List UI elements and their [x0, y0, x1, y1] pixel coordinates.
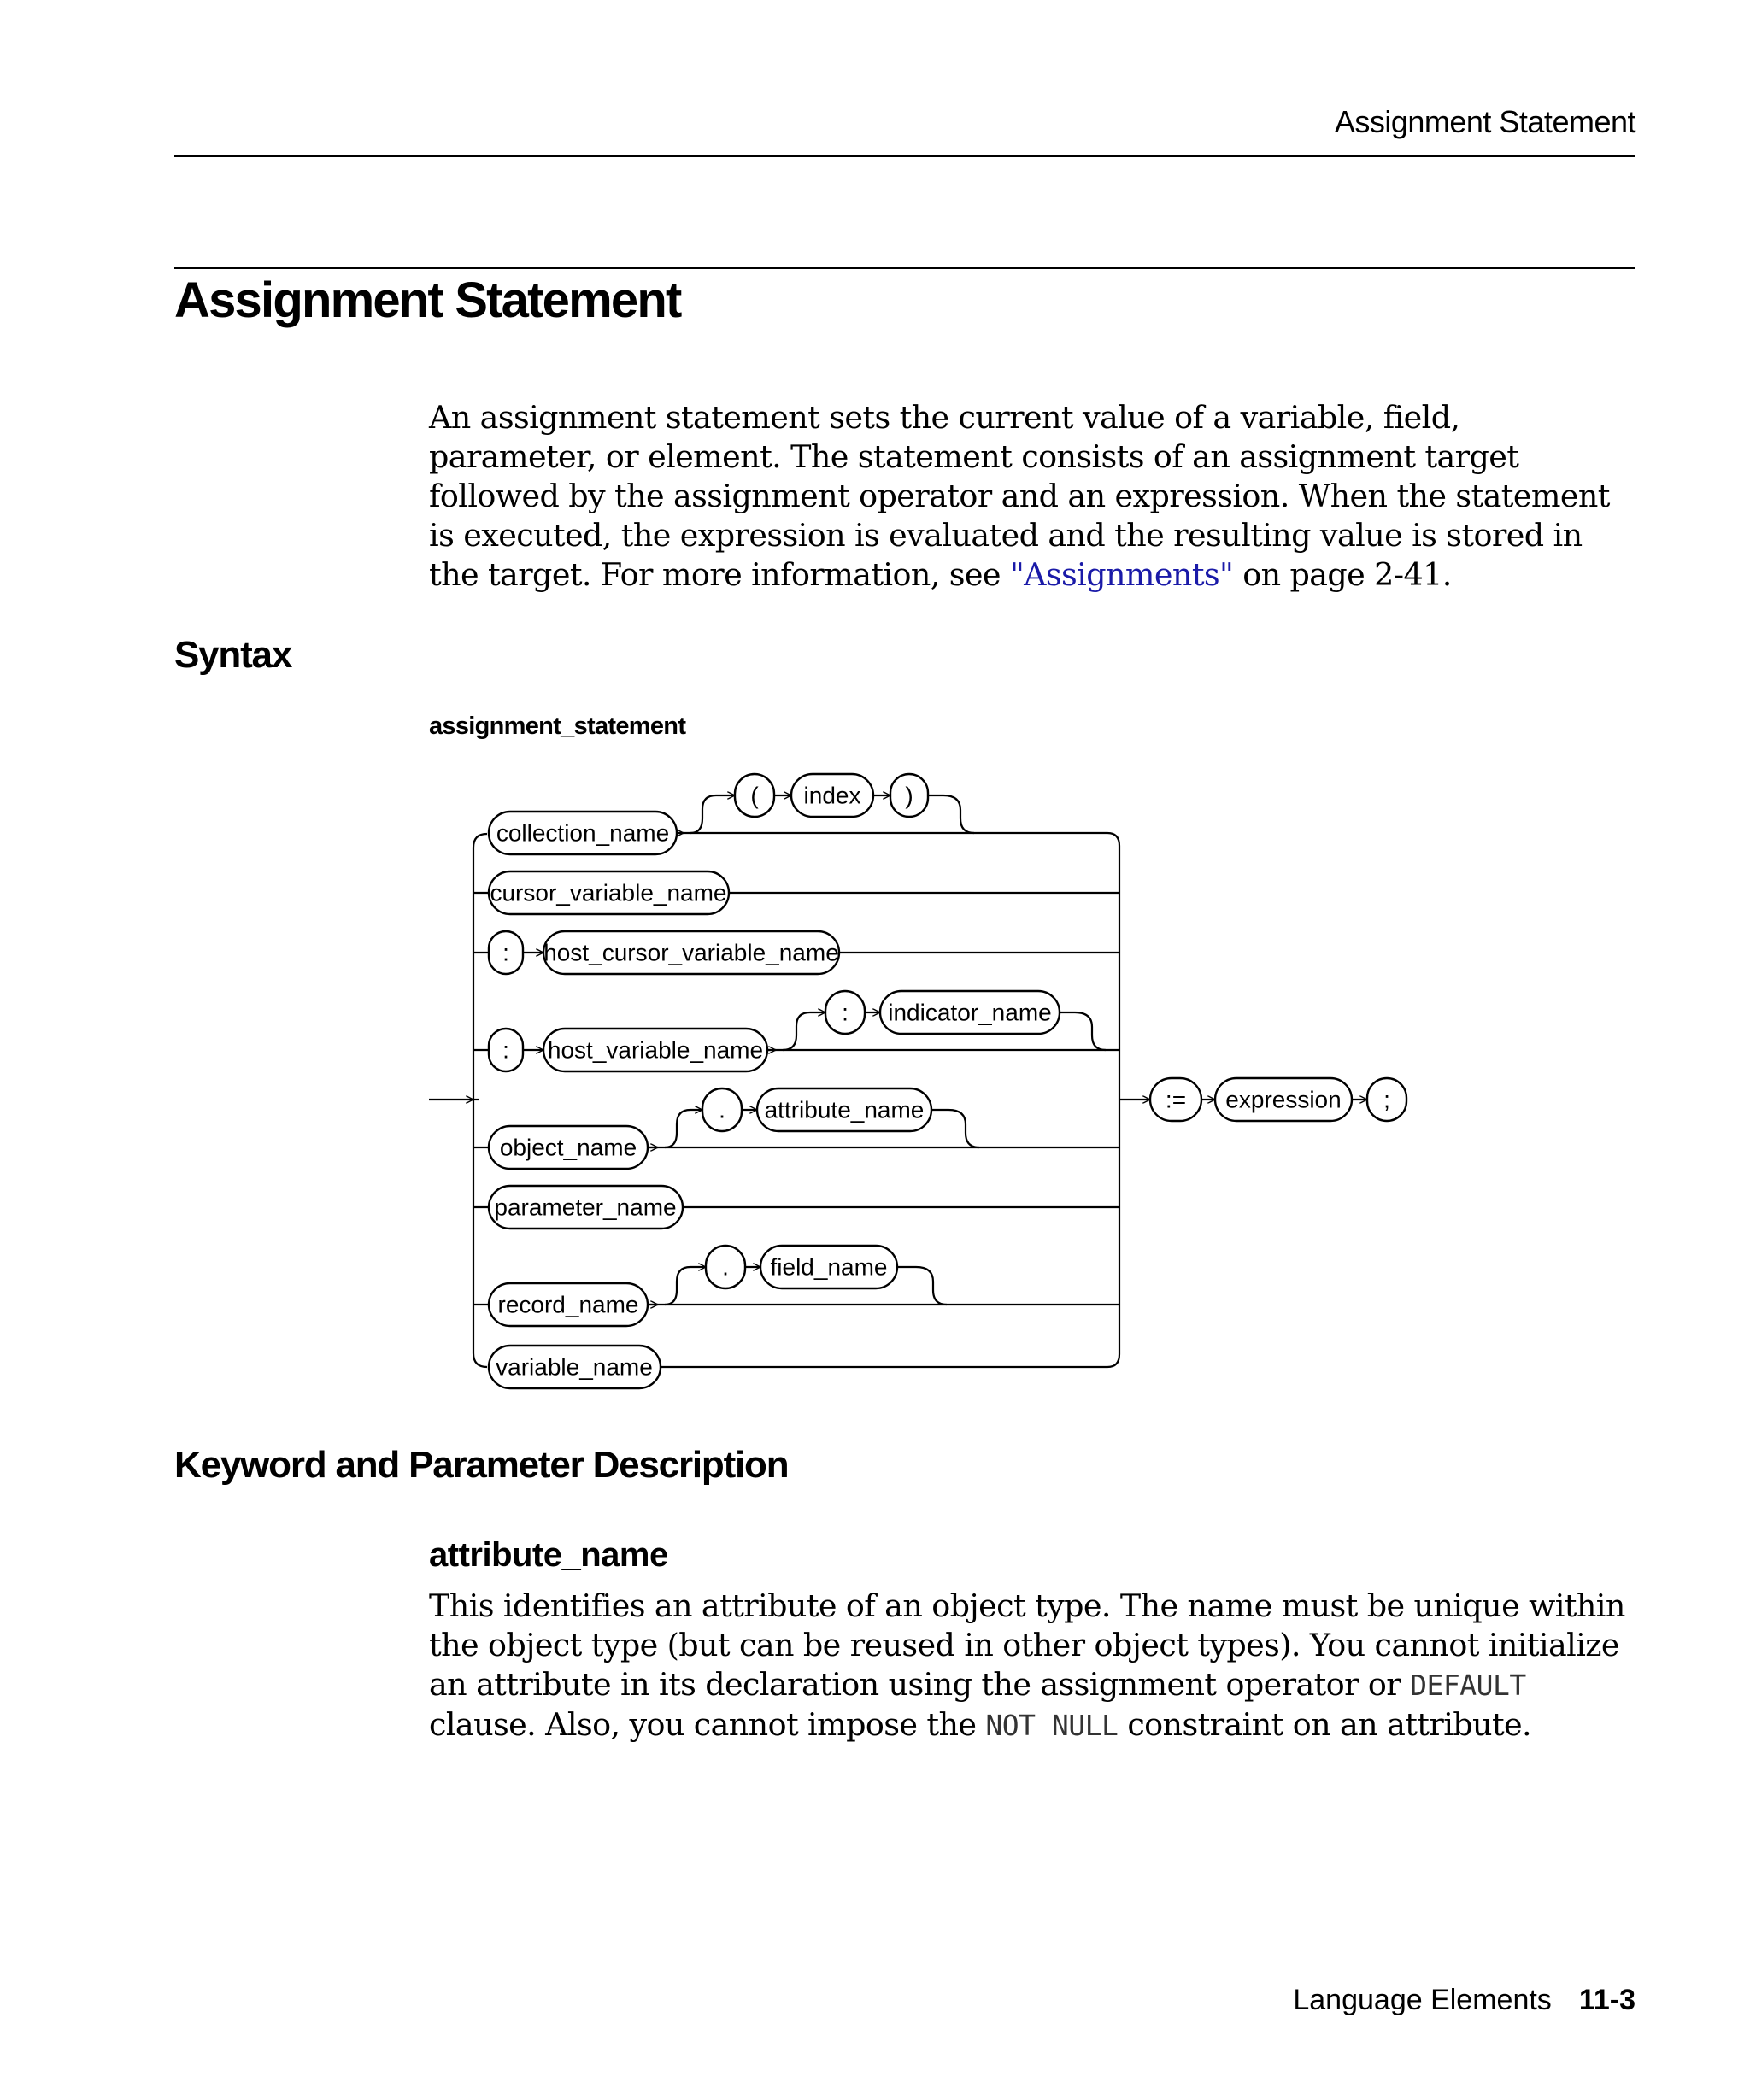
- node-field-name: field_name: [771, 1254, 888, 1281]
- attribute-name-description: This identifies an attribute of an objec…: [429, 1587, 1635, 1745]
- desc-text-3: constraint on an attribute.: [1118, 1706, 1532, 1743]
- syntax-heading: Syntax: [174, 634, 292, 676]
- code-not-null: NOT NULL: [985, 1709, 1119, 1742]
- page-footer: Language Elements 11-3: [1293, 1984, 1635, 2017]
- node-object-name: object_name: [500, 1135, 637, 1161]
- node-semicolon: ;: [1383, 1087, 1390, 1113]
- right-rail: [1107, 831, 1121, 1369]
- diagram-title: assignment_statement: [429, 713, 686, 740]
- intro-text: An assignment statement sets the current…: [429, 399, 1610, 593]
- node-variable-name: variable_name: [496, 1354, 653, 1381]
- node-collection-name: collection_name: [496, 820, 669, 847]
- syntax-diagram: collection_name ( index ) cursor_variabl…: [429, 772, 1408, 1390]
- running-header-title: Assignment Statement: [1334, 104, 1636, 139]
- section-title: Assignment Statement: [174, 273, 682, 328]
- node-assign-op: :=: [1166, 1087, 1186, 1113]
- header-rule: [174, 155, 1635, 157]
- node-index: index: [804, 783, 861, 809]
- node-indicator-name: indicator_name: [888, 1000, 1051, 1026]
- node-colon-1: :: [502, 940, 509, 966]
- node-dot-1: .: [719, 1097, 725, 1123]
- node-host-variable-name: host_variable_name: [548, 1037, 763, 1064]
- node-colon-3: :: [502, 1037, 509, 1064]
- keyword-description-heading: Keyword and Parameter Description: [174, 1444, 790, 1486]
- desc-text-2: clause. Also, you cannot impose the: [429, 1706, 986, 1743]
- desc-text-1: This identifies an attribute of an objec…: [429, 1587, 1625, 1703]
- node-attribute-name: attribute_name: [765, 1097, 925, 1123]
- node-colon-2: :: [842, 1000, 849, 1026]
- node-record-name: record_name: [498, 1292, 639, 1318]
- intro-paragraph: An assignment statement sets the current…: [429, 398, 1635, 595]
- node-expression: expression: [1225, 1087, 1341, 1113]
- section-rule: [174, 267, 1635, 269]
- term-attribute-name: attribute_name: [429, 1536, 668, 1574]
- intro-tail: on page 2-41.: [1233, 556, 1452, 593]
- node-parameter-name: parameter_name: [494, 1194, 676, 1221]
- node-dot-2: .: [722, 1254, 729, 1281]
- node-close-paren: ): [905, 783, 913, 809]
- node-cursor-variable-name: cursor_variable_name: [490, 880, 726, 906]
- footer-page-number: 11-3: [1578, 1984, 1635, 2016]
- code-default: DEFAULT: [1410, 1669, 1526, 1702]
- footer-section: Language Elements: [1293, 1984, 1552, 2016]
- node-open-paren: (: [750, 783, 759, 809]
- assignments-link[interactable]: "Assignments": [1009, 556, 1234, 593]
- node-host-cursor-variable-name: host_cursor_variable_name: [543, 940, 839, 966]
